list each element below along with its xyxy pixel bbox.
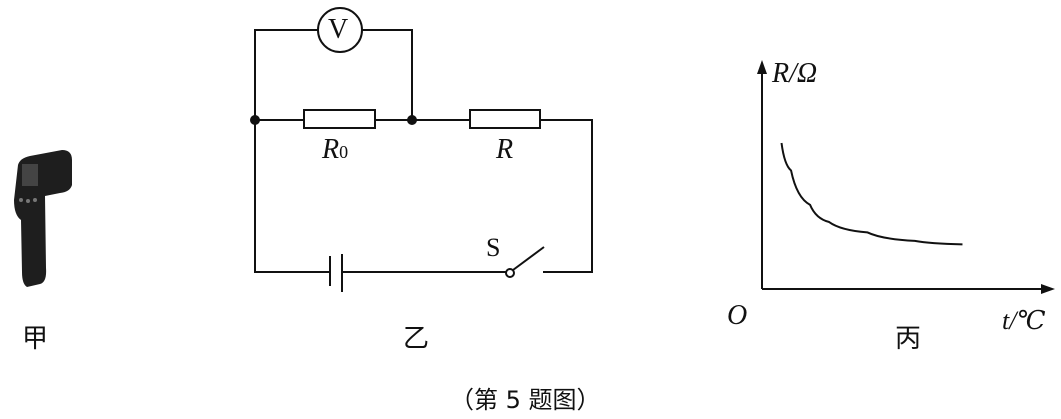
switch-arm bbox=[512, 246, 545, 271]
origin-label: O bbox=[727, 300, 748, 331]
circuit bbox=[250, 7, 593, 292]
y-axis-label: R/Ω bbox=[772, 58, 818, 89]
resistor-r0-label: R0 bbox=[322, 134, 348, 166]
panel-label-jia: 甲 bbox=[22, 324, 49, 354]
x-axis-label: t/℃ bbox=[1002, 306, 1046, 335]
y-axis-arrow bbox=[757, 60, 767, 74]
voltmeter-symbol bbox=[317, 7, 363, 53]
panel-label-yi: 乙 bbox=[403, 324, 430, 354]
figure-caption: （第 5 题图） bbox=[450, 386, 601, 414]
resistor-r-label: R bbox=[496, 134, 514, 165]
resistor-r bbox=[469, 109, 541, 129]
switch-label: S bbox=[486, 233, 501, 262]
voltmeter-wire bbox=[254, 29, 413, 120]
switch-pivot bbox=[505, 268, 515, 278]
junction-dot bbox=[407, 115, 417, 125]
resistance-curve bbox=[780, 142, 963, 246]
infrared-thermometer-image bbox=[14, 150, 72, 287]
main-wire-bottom bbox=[254, 120, 506, 273]
x-axis-arrow bbox=[1041, 284, 1055, 294]
r0-subscript: 0 bbox=[339, 142, 349, 162]
r0-symbol: R bbox=[322, 134, 340, 165]
resistor-r0 bbox=[303, 109, 376, 129]
junction-dot bbox=[250, 115, 260, 125]
r-t-graph bbox=[757, 60, 1055, 294]
voltmeter-label: V bbox=[328, 14, 349, 45]
main-wire-top bbox=[255, 119, 593, 273]
panel-label-bing: 丙 bbox=[895, 324, 922, 354]
